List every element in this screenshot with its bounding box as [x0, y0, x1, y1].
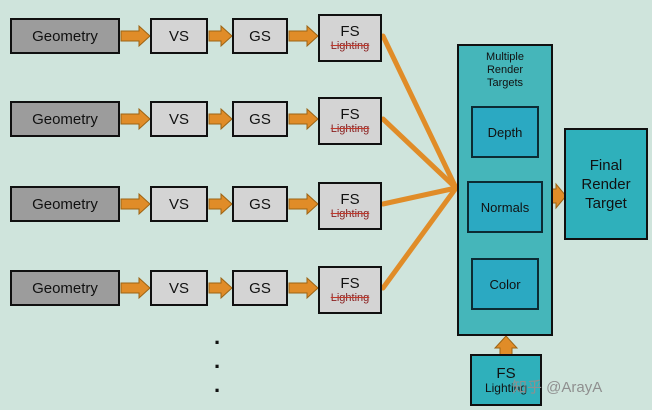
geometry-shader-box: GS [232, 186, 288, 222]
vertex-shader-box: VS [150, 186, 208, 222]
watermark: 知乎 @ArayA [512, 379, 603, 396]
geometry-box: Geometry [10, 270, 120, 306]
ellipsis-dot: . [214, 348, 221, 373]
fragment-shader-box: FS Lighting [318, 182, 382, 230]
fs-lighting-pass-box: FS Lighting [470, 354, 542, 406]
fs-label: FS [340, 23, 360, 40]
vertex-shader-box: VS [150, 270, 208, 306]
fs-label: FS [340, 191, 360, 208]
fragment-shader-box: FS Lighting [318, 14, 382, 62]
fs-label: FS [340, 106, 360, 123]
geometry-shader-box: GS [232, 270, 288, 306]
ellipsis-dot: . [214, 372, 221, 397]
final-render-target-box: Final Render Target [564, 128, 648, 240]
ellipsis-dot: . [214, 324, 221, 349]
fs-lighting-struck-label: Lighting [330, 208, 370, 220]
geometry-box: Geometry [10, 186, 120, 222]
fs-lighting-sub: Lighting [484, 380, 528, 395]
fs-lighting-struck-label: Lighting [330, 123, 370, 135]
geometry-shader-box: GS [232, 18, 288, 54]
fs-lighting-title: FS [496, 364, 516, 382]
fragment-shader-box: FS Lighting [318, 97, 382, 145]
vertex-shader-box: VS [150, 18, 208, 54]
fs-lighting-struck-label: Lighting [330, 292, 370, 304]
geometry-box: Geometry [10, 101, 120, 137]
geometry-box: Geometry [10, 18, 120, 54]
vertex-shader-box: VS [150, 101, 208, 137]
fs-label: FS [340, 275, 360, 292]
fragment-shader-box: FS Lighting [318, 266, 382, 314]
mrt-title: Multiple Render Targets [486, 51, 524, 89]
color-target-box: Color [471, 258, 539, 310]
geometry-shader-box: GS [232, 101, 288, 137]
depth-target-box: Depth [471, 106, 539, 158]
fs-lighting-struck-label: Lighting [330, 40, 370, 52]
normals-target-box: Normals [467, 181, 543, 233]
